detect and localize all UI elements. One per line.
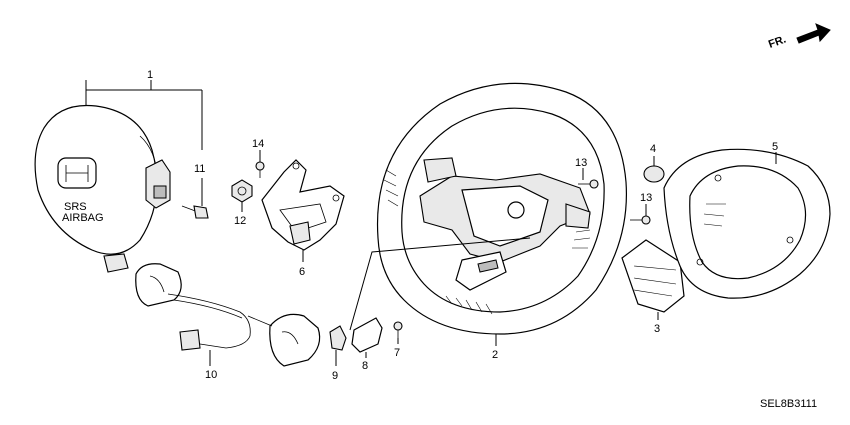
callout-13-upper: 13 [575, 157, 587, 169]
nut-12 [231, 179, 253, 203]
cover-8 [351, 317, 383, 353]
screw-13-upper [578, 179, 599, 189]
screw-14 [255, 161, 265, 178]
callout-14: 14 [252, 138, 264, 150]
airbag-text: AIRBAG [62, 212, 104, 224]
callout-2: 2 [492, 349, 498, 361]
side-cover-3 [621, 239, 685, 313]
callout-9: 9 [332, 370, 338, 382]
callout-12: 12 [234, 215, 246, 227]
front-direction-arrow-icon [796, 23, 831, 44]
bolt-11 [181, 205, 209, 219]
callout-6: 6 [299, 266, 305, 278]
callout-11: 11 [194, 163, 205, 175]
callout-8: 8 [362, 360, 368, 372]
screw-13-lower [630, 215, 651, 225]
honda-emblem-icon [57, 157, 97, 189]
screw-7 [393, 321, 403, 338]
callout-13-lower: 13 [640, 192, 652, 204]
diagram-code: SEL8B3111 [760, 398, 817, 410]
airbag-module: SRS AIRBAG [34, 104, 171, 255]
clip-9 [329, 325, 347, 351]
callout-10: 10 [205, 369, 217, 381]
rear-cover-5 [663, 148, 831, 299]
bracket-6 [261, 159, 345, 251]
callout-4: 4 [650, 143, 656, 155]
callout-5: 5 [772, 141, 778, 153]
front-direction-indicator: FR. [767, 23, 831, 51]
cap-4 [643, 165, 665, 183]
callout-3: 3 [654, 323, 660, 335]
callout-1: 1 [147, 69, 153, 81]
steering-wheel-2 [376, 82, 628, 335]
callout-7: 7 [394, 347, 400, 359]
harness-10 [103, 253, 321, 367]
srs-text: SRS [64, 201, 87, 213]
front-direction-label: FR. [767, 33, 788, 50]
